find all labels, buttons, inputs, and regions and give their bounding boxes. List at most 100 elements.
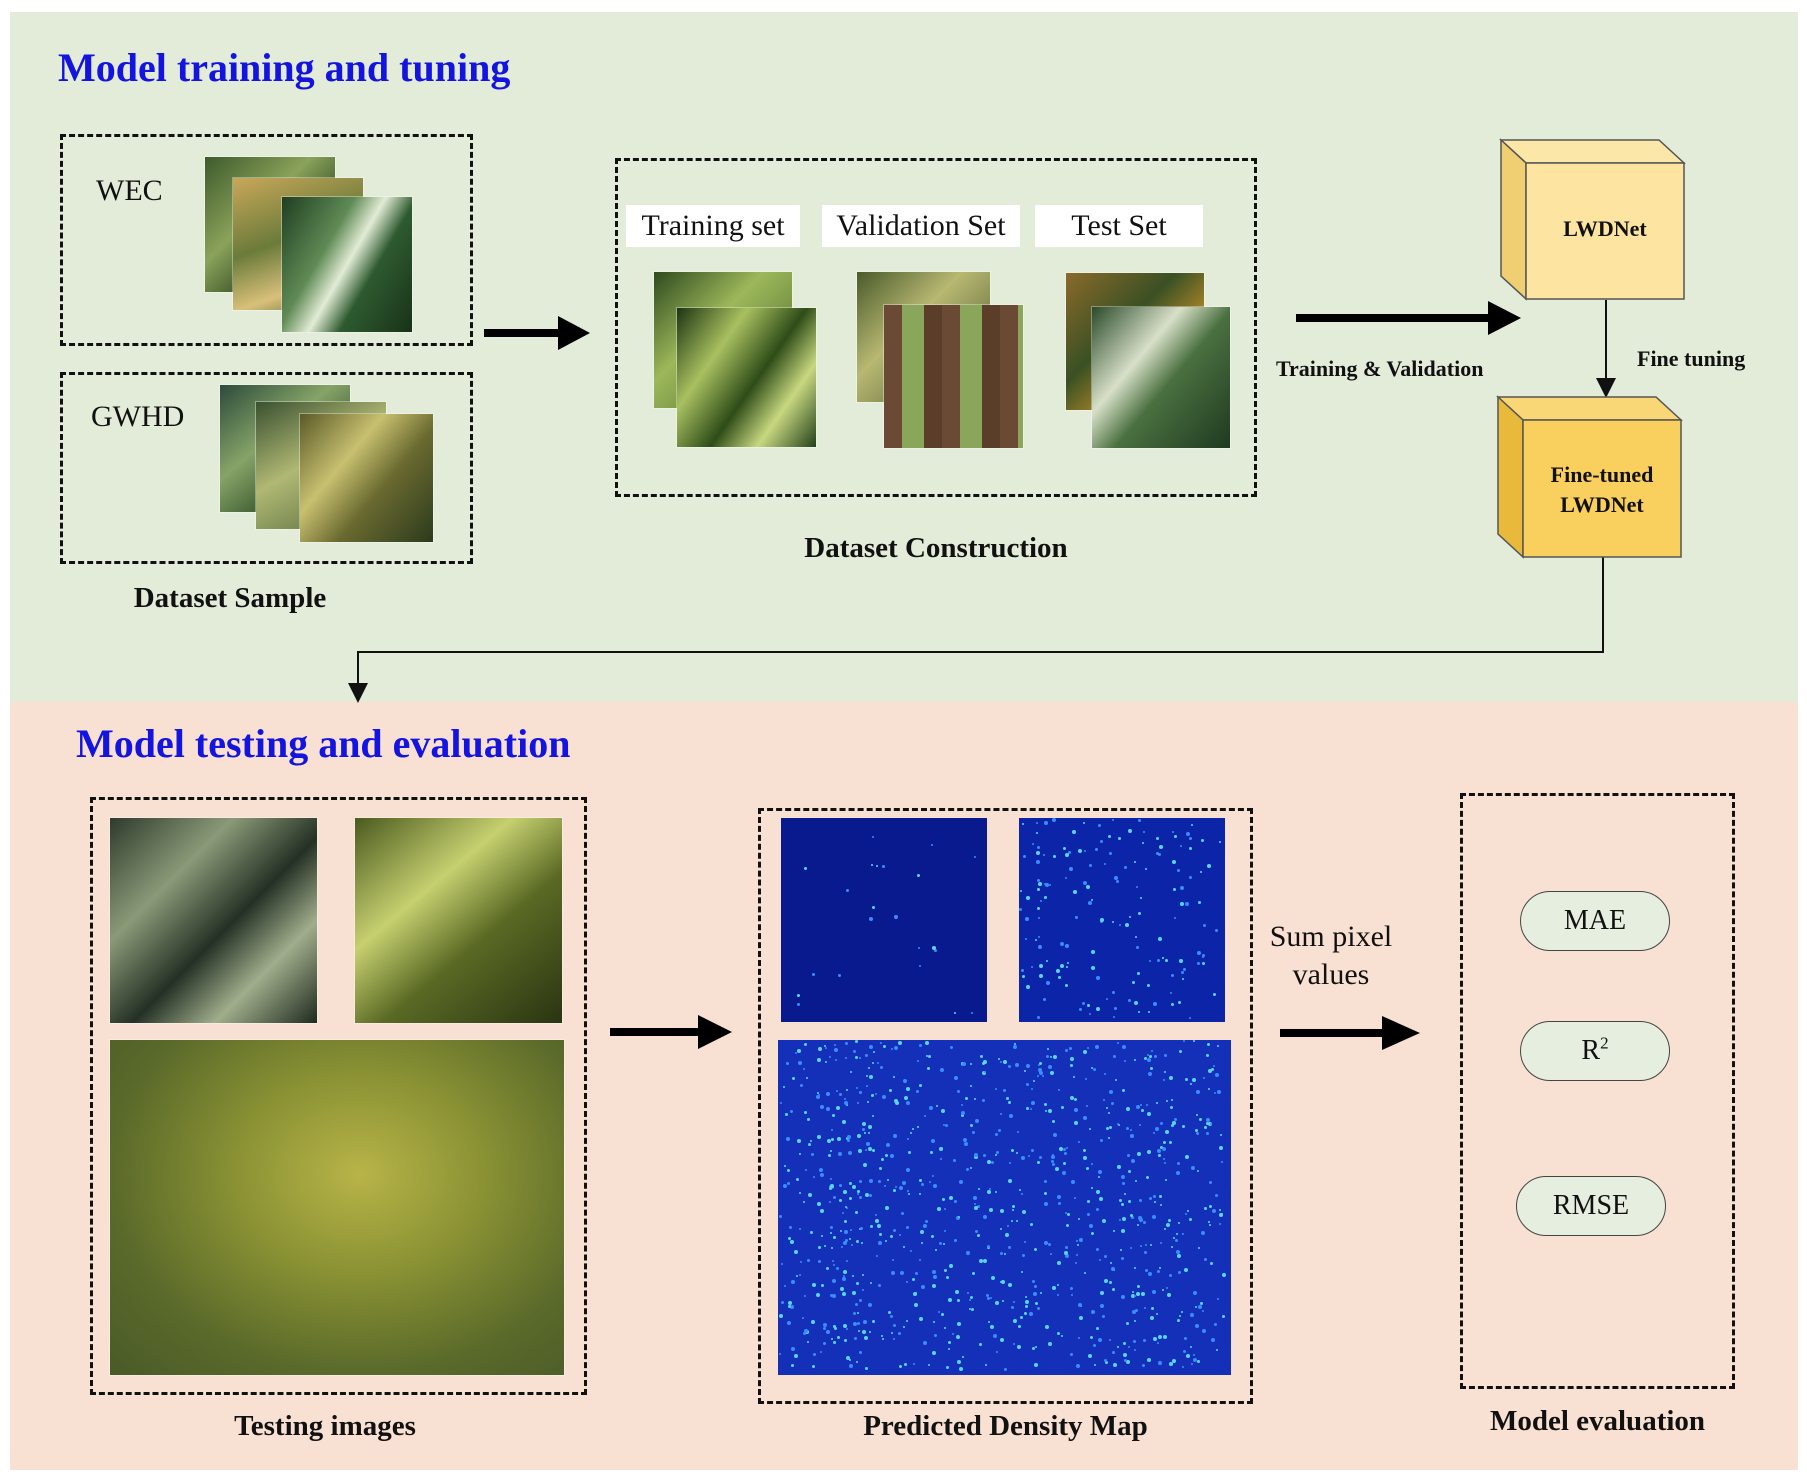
density-dot [1012,1204,1016,1208]
density-dot [782,1085,785,1088]
density-dot [853,1337,857,1341]
density-dot [995,1301,1000,1306]
density-dot [1201,953,1205,957]
density-dot [1156,959,1160,963]
density-dot [830,1231,833,1234]
density-dot [786,1182,790,1186]
density-dot [960,1061,964,1065]
density-dot [816,1092,819,1095]
density-dot [939,1147,944,1151]
density-dot [1128,828,1133,833]
density-dot [788,1225,792,1229]
wec-label: WEC [96,174,163,207]
density-dot [1084,1078,1087,1081]
density-dot [1130,1215,1134,1219]
density-dot [897,1332,901,1336]
density-dot [825,1329,830,1334]
density-dot [789,1305,794,1310]
density-dot [1178,1314,1181,1317]
density-dot [1047,1065,1052,1069]
density-dot [893,1134,898,1139]
density-dot [1155,851,1159,855]
density-dot [1178,959,1183,964]
density-dot [1135,1180,1138,1183]
density-dot [843,1276,846,1279]
density-dot [1107,1111,1110,1114]
density-dot [1019,908,1022,912]
density-dot [1184,1078,1188,1082]
density-dot [849,1358,852,1361]
density-dot [996,1151,1000,1155]
testing-images-caption: Testing images [234,1410,416,1442]
density-dot [969,1123,973,1127]
density-dot [865,1141,870,1146]
density-dot [970,1307,974,1311]
density-dot [1007,1282,1012,1287]
density-dot [812,972,815,976]
density-dot [1138,1123,1141,1126]
density-dot [1075,915,1079,919]
density-dot [791,1347,796,1352]
density-dot [1020,969,1024,973]
metric-r2: R2 [1520,1021,1670,1081]
density-map-2 [1019,818,1225,1022]
density-dot [1078,1303,1082,1308]
density-dot [1034,1301,1038,1305]
density-dot [1025,1300,1030,1305]
density-dot [1216,1349,1219,1352]
density-dot [863,1320,868,1325]
density-dot [846,889,850,893]
density-dot [783,1183,788,1188]
density-dot [988,1188,991,1191]
density-dot [998,1128,1002,1132]
density-dot [973,1153,978,1158]
density-dot [798,1228,801,1231]
density-dot [1212,992,1216,996]
density-dot [1210,1338,1215,1343]
density-dot [990,1325,994,1330]
density-dot [1137,911,1141,915]
density-dot [1095,1045,1100,1050]
density-dot [1194,1324,1199,1329]
density-dot [919,965,922,968]
density-dot [833,1236,837,1240]
density-dot [799,1084,803,1088]
density-dot [1069,1057,1074,1062]
density-dot [914,1272,918,1276]
density-dot [1084,1272,1087,1275]
density-dot [1042,853,1045,856]
density-dot [973,1205,978,1210]
density-dot [1029,1107,1032,1110]
density-dot [1025,1106,1029,1110]
density-dot [847,1135,852,1140]
density-dot [1059,963,1064,968]
density-dot [843,1101,848,1106]
density-dot [1174,1238,1178,1242]
density-dot [1157,936,1162,941]
density-dot [832,1114,836,1118]
density-dot [1025,1304,1029,1308]
density-dot [1003,1252,1006,1255]
density-dot [1061,1334,1064,1337]
density-dot [1007,1101,1011,1105]
density-dot [930,1138,935,1143]
density-dot [1083,1156,1088,1161]
density-dot [1045,959,1048,962]
density-dot [1065,984,1069,988]
density-dot [1037,1161,1041,1165]
density-dot [858,1351,862,1355]
density-dot [1011,1149,1015,1153]
density-dot [1037,907,1041,911]
density-dot [866,1100,869,1103]
density-dot [1026,895,1031,900]
density-dot [857,1190,861,1194]
density-dot [958,1180,963,1185]
density-dot [919,1083,923,1087]
density-dot [1032,1291,1037,1296]
density-dot [856,1239,860,1243]
density-dot [894,1098,899,1103]
density-dot [840,1230,843,1233]
density-dot [931,946,936,950]
density-dot [1130,1133,1135,1138]
density-dot [903,1245,906,1248]
